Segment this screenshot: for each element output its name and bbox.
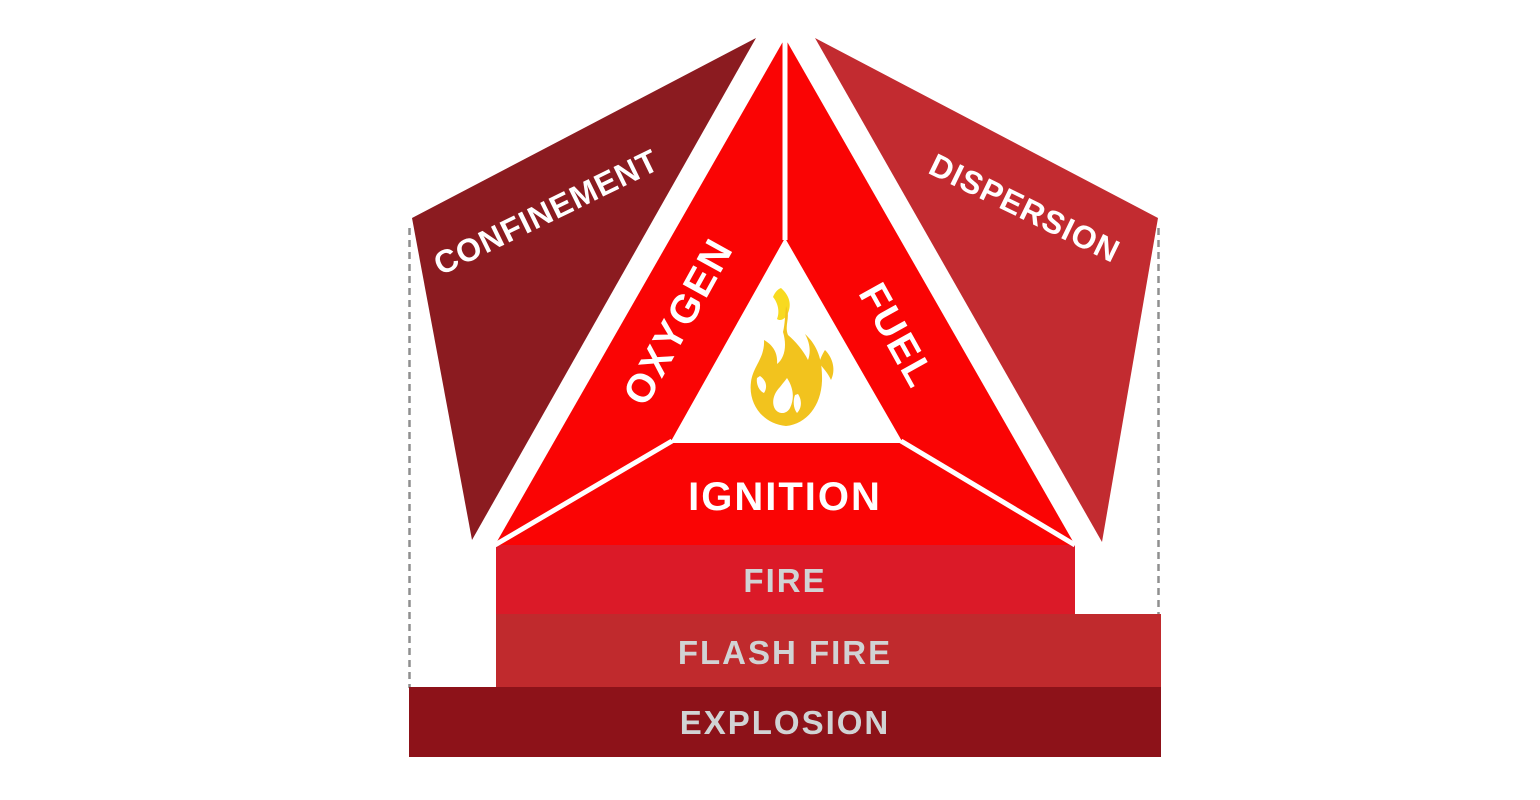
flame-cutout-right (793, 394, 801, 413)
triangle-right-divider-line (899, 438, 1077, 548)
explosion-bar-label: EXPLOSION (680, 704, 891, 741)
confinement-section (412, 38, 756, 540)
flash-fire-bar-label: FLASH FIRE (678, 634, 892, 671)
explosion-bar (409, 687, 1161, 757)
flame-icon (750, 288, 834, 426)
flame-body (750, 306, 823, 426)
flash-fire-bar (496, 614, 1161, 687)
dispersion-section (815, 38, 1158, 542)
flame-cutout-center (773, 378, 793, 414)
flame-cutout-left (756, 376, 767, 393)
triangle-left-divider-line (493, 438, 674, 548)
fire-bar (496, 545, 1075, 614)
flame-curl (819, 350, 834, 380)
fire-bar-label: FIRE (743, 562, 826, 599)
ignition-label: IGNITION (688, 475, 882, 519)
